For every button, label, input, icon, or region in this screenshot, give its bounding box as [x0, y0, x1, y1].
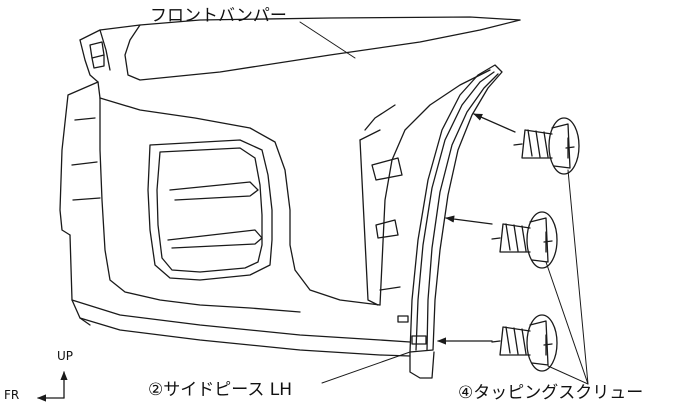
tapping-screw-label: ④タッピングスクリュー	[458, 383, 644, 403]
front-bumper	[59, 16, 521, 357]
direction-fr-label: FR	[4, 388, 20, 402]
install-arrows	[437, 113, 516, 345]
tapping-screw-bottom	[491, 314, 558, 372]
direction-indicator	[37, 371, 68, 402]
side-piece-label: ②サイドピース LH	[148, 380, 293, 400]
front-bumper-label: フロントバンパー	[150, 6, 287, 26]
side-piece-lh	[397, 64, 503, 379]
leader-lines	[299, 21, 589, 385]
tapping-screw-top	[513, 117, 580, 175]
direction-up-label: UP	[57, 349, 74, 363]
tapping-screw-middle	[491, 211, 558, 269]
